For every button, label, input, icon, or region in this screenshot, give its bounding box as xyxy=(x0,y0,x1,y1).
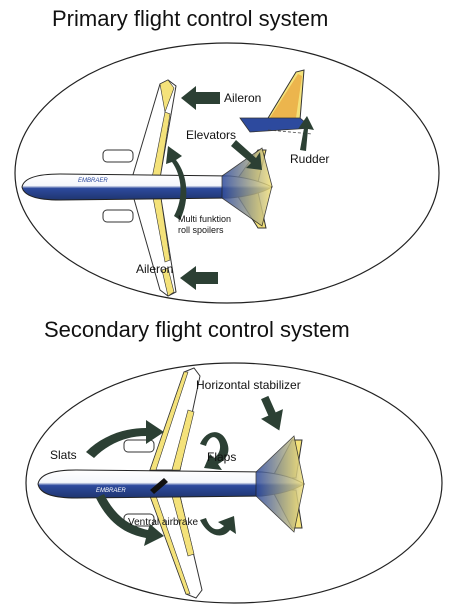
primary-engine-lower xyxy=(102,209,134,223)
primary-arrows xyxy=(166,86,314,290)
primary-rudder-inset xyxy=(239,69,314,135)
primary-upper-aileron-surface xyxy=(159,79,175,114)
primary-title: Primary flight control system xyxy=(52,6,329,31)
arrow-aileron-top xyxy=(181,86,220,110)
arrow-flaps-lower xyxy=(200,516,236,536)
label-horizontal-stabilizer: Horizontal stabilizer xyxy=(196,378,301,392)
label-flaps: Flaps xyxy=(207,450,237,464)
label-slats: Slats xyxy=(50,448,77,462)
secondary-arrows xyxy=(86,395,283,546)
secondary-upper-flap-surface xyxy=(171,409,195,471)
label-ventral-airbrake: Ventral airbrake xyxy=(128,517,199,528)
label-spoilers-line2: roll spoilers xyxy=(178,225,224,235)
primary-engine-upper xyxy=(102,149,134,163)
arrow-rudder xyxy=(298,116,314,151)
secondary-aircraft: EMBRAER xyxy=(37,367,305,599)
arrow-aileron-bottom xyxy=(180,266,218,290)
primary-frame-ellipse xyxy=(14,42,440,304)
secondary-title: Secondary flight control system xyxy=(44,317,350,342)
secondary-engine-upper xyxy=(123,439,155,453)
label-spoilers-line1: Multi funktion xyxy=(178,214,232,224)
primary-lower-aileron-surface xyxy=(161,267,175,297)
label-aileron-bottom: Aileron xyxy=(136,262,174,276)
arrow-slats-upper xyxy=(86,420,164,458)
label-elevators: Elevators xyxy=(186,128,237,142)
arrow-flaps xyxy=(200,432,229,470)
arrow-slats-lower xyxy=(96,494,164,546)
label-rudder: Rudder xyxy=(290,152,330,166)
label-spoilers: Multi funktion roll spoilers xyxy=(178,214,231,236)
arrow-elevators xyxy=(231,140,262,170)
secondary-frame-ellipse xyxy=(25,362,443,604)
arrow-spoilers-curved xyxy=(166,146,187,220)
primary-aircraft: EMBRAER xyxy=(21,79,274,297)
label-aileron-top: Aileron xyxy=(224,91,262,105)
secondary-tail-cone xyxy=(255,435,305,533)
arrow-horizontal-stabilizer xyxy=(261,395,283,431)
ventral-airbrake-marker xyxy=(150,478,168,494)
secondary-fuselage-livery-text: EMBRAER xyxy=(96,488,126,494)
secondary-upper-slat-surface xyxy=(149,371,189,471)
primary-fuselage-livery-text: EMBRAER xyxy=(78,178,108,184)
rudder-inset-fin-stripe xyxy=(266,74,302,124)
